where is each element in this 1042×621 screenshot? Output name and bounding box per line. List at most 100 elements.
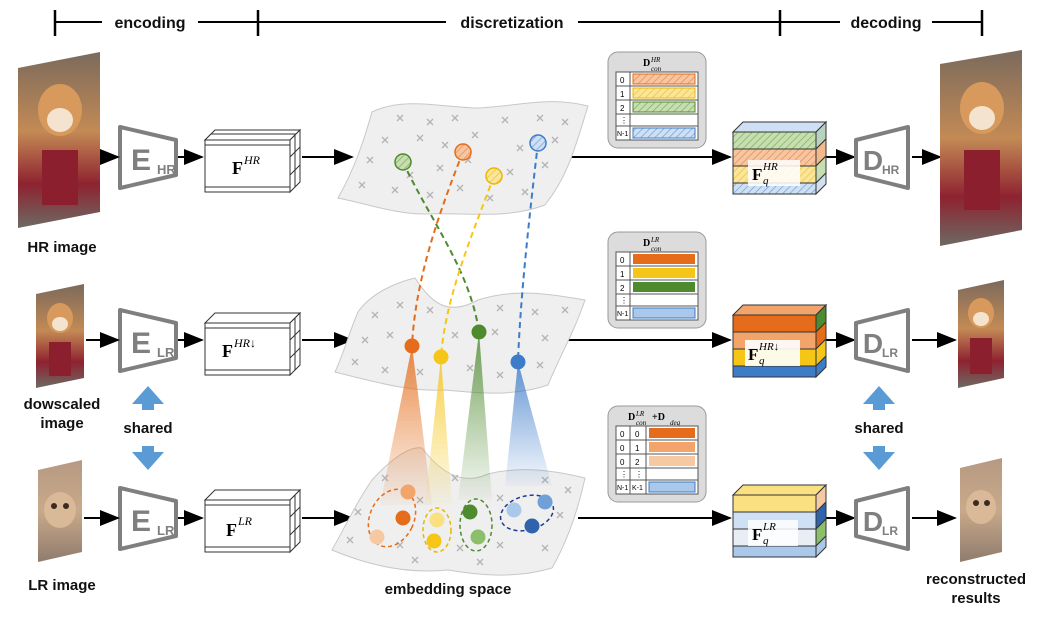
svg-text:LR: LR [882, 524, 898, 538]
svg-text:⋮: ⋮ [635, 470, 643, 479]
svg-text:LR: LR [157, 523, 175, 538]
svg-text:0: 0 [620, 444, 625, 453]
lr-codebook-points [404, 324, 526, 370]
shared-arrow-left [132, 386, 164, 470]
svg-text:F: F [752, 525, 762, 544]
reconstructed-label-line1: reconstructed [926, 571, 1026, 588]
svg-text:F: F [222, 341, 233, 361]
decoder-lr-downscaled: D LR [854, 308, 910, 373]
svg-text:HR: HR [243, 153, 261, 167]
downscaled-input-image [36, 284, 84, 388]
svg-text:E: E [131, 327, 151, 360]
lr-input-image [38, 460, 82, 562]
shared-label-left: shared [123, 420, 172, 437]
svg-text:D: D [643, 238, 650, 249]
decoder-lr: D LR [854, 486, 910, 551]
svg-text:E: E [131, 505, 151, 538]
phase-discretization-label: discretization [460, 15, 563, 32]
svg-text:F: F [748, 345, 758, 364]
svg-text:LR: LR [762, 521, 776, 533]
downscaled-image-label-line1: dowscaled [24, 396, 101, 413]
decoder-hr: D HR [854, 125, 910, 190]
svg-text:0: 0 [635, 430, 640, 439]
embedding-sheet-bottom [331, 447, 586, 576]
codebook-hr: D HR con 0 1 2 ⋮ N-1 [607, 51, 707, 149]
feature-cube-hr-down: F HR↓ [203, 311, 302, 377]
svg-text:HR: HR [762, 161, 778, 173]
svg-text:deg: deg [670, 419, 681, 427]
svg-text:2: 2 [620, 284, 625, 293]
svg-text:⋮: ⋮ [620, 116, 628, 125]
svg-text:con: con [651, 245, 662, 253]
svg-text:⋮: ⋮ [620, 470, 628, 479]
svg-text:q: q [759, 355, 765, 367]
encoder-lr-downscaled: E LR [118, 308, 178, 373]
embedding-space-label: embedding space [385, 581, 512, 598]
hr-input-image [18, 52, 100, 228]
svg-text:con: con [651, 65, 662, 73]
degradation-clusters [367, 484, 555, 553]
svg-text:D: D [628, 412, 635, 423]
phase-decoding-label: decoding [850, 15, 921, 32]
svg-text:1: 1 [620, 270, 625, 279]
svg-text:q: q [763, 535, 769, 547]
flow-arrows [84, 149, 957, 526]
phase-header: encoding discretization decoding [53, 10, 984, 36]
svg-text:D: D [863, 328, 883, 359]
feature-cube-lr: F LR [203, 488, 302, 554]
correspondence-curves [402, 142, 539, 363]
feature-cube-hr: F HR [203, 128, 302, 194]
svg-text:0: 0 [620, 430, 625, 439]
svg-text:HR: HR [157, 162, 176, 177]
svg-text:0: 0 [620, 458, 625, 467]
svg-text:2: 2 [635, 458, 640, 467]
encoder-hr: E HR [118, 125, 178, 190]
shared-arrow-right [863, 386, 895, 470]
svg-text:N-1: N-1 [617, 311, 628, 318]
svg-text:F: F [226, 520, 237, 540]
svg-text:D: D [863, 145, 883, 176]
svg-text:0: 0 [620, 256, 625, 265]
svg-text:LR: LR [635, 410, 645, 418]
svg-text:N-1: N-1 [617, 485, 628, 492]
hr-output-image [940, 50, 1022, 246]
svg-text:HR: HR [882, 163, 900, 177]
shared-label-right: shared [854, 420, 903, 437]
svg-text:LR: LR [237, 514, 253, 528]
hr-codebook-points [394, 134, 547, 185]
svg-text:HR↓: HR↓ [233, 336, 256, 350]
svg-text:F: F [232, 158, 243, 178]
svg-text:con: con [636, 419, 647, 427]
lr-output-image [960, 458, 1002, 562]
svg-text:LR: LR [882, 346, 898, 360]
projection-beams [380, 332, 552, 505]
svg-text:⋮: ⋮ [620, 296, 628, 305]
codebook-lr: D LR con 0 1 2 ⋮ N-1 [607, 231, 707, 329]
svg-text:LR: LR [650, 236, 660, 244]
downscaled-image-label-line2: image [40, 415, 83, 432]
downscaled-output-image [958, 280, 1004, 388]
codebook-lr-deg: D LR con +D deg 0 0 0 ⋮ N-1 0 1 2 ⋮ K-1 [607, 405, 707, 503]
svg-text:1: 1 [620, 90, 625, 99]
quantized-cube-lr: F q LR [731, 483, 828, 559]
reconstructed-label-line2: results [951, 590, 1000, 607]
svg-text:HR↓: HR↓ [758, 341, 779, 353]
svg-text:D: D [643, 58, 650, 69]
svg-text:1: 1 [635, 444, 640, 453]
quantized-cube-hr-down: F q HR↓ [731, 303, 828, 379]
svg-text:K-1: K-1 [632, 485, 643, 492]
svg-text:0: 0 [620, 76, 625, 85]
quantized-cube-hr: F q HR [731, 120, 828, 196]
svg-text:HR: HR [650, 56, 661, 64]
svg-text:E: E [131, 144, 151, 177]
svg-text:D: D [863, 506, 883, 537]
phase-encoding-label: encoding [114, 15, 185, 32]
svg-text:+D: +D [652, 412, 665, 423]
svg-text:q: q [763, 175, 769, 187]
hr-image-label: HR image [27, 239, 96, 256]
encoder-lr: E LR [118, 486, 178, 551]
svg-text:LR: LR [157, 345, 175, 360]
svg-text:N-1: N-1 [617, 131, 628, 138]
svg-text:2: 2 [620, 104, 625, 113]
